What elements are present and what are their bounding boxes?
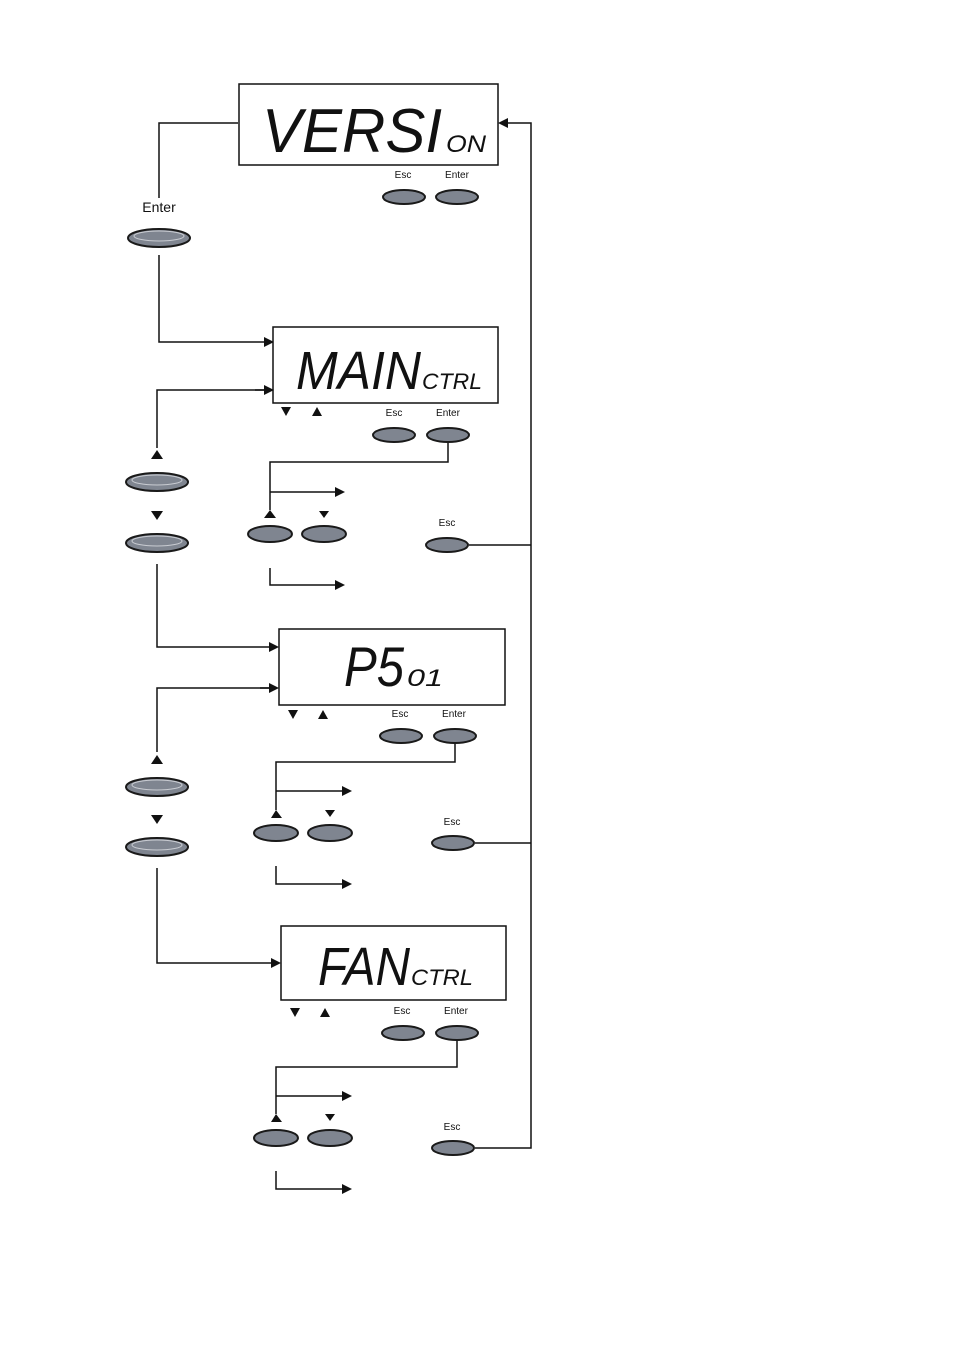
esc-button[interactable] xyxy=(431,835,475,851)
up-button[interactable] xyxy=(253,824,299,842)
connector-arrow xyxy=(275,866,352,889)
enter-label: Enter xyxy=(444,1006,469,1017)
up-button[interactable] xyxy=(125,472,189,492)
triangle-up-icon xyxy=(320,1008,330,1017)
display-sub-text: CTRL xyxy=(411,965,473,990)
display-main-text: P5 xyxy=(344,635,405,698)
esc-label: Esc xyxy=(386,408,403,419)
lcd-display-main-ctrl xyxy=(272,326,499,404)
esc-button[interactable] xyxy=(379,728,423,744)
esc-label: Esc xyxy=(394,1006,411,1017)
down-button[interactable] xyxy=(307,1129,353,1147)
connector-arrow xyxy=(158,255,274,347)
display-sub-text: ON xyxy=(446,131,487,158)
esc-label: Esc xyxy=(392,709,409,720)
enter-label: Enter xyxy=(142,199,176,215)
enter-button[interactable] xyxy=(127,228,191,248)
esc-label: Esc xyxy=(444,817,461,828)
lcd-display-p5 xyxy=(278,628,506,706)
triangle-up-icon xyxy=(151,450,163,459)
enter-label: Enter xyxy=(436,408,461,419)
down-button[interactable] xyxy=(301,525,347,543)
esc-label: Esc xyxy=(395,170,412,181)
esc-button[interactable] xyxy=(381,1025,425,1041)
enter-button[interactable] xyxy=(435,1025,479,1041)
triangle-up-icon xyxy=(312,407,322,416)
triangle-up-icon xyxy=(271,1114,282,1122)
display-main-text: MAIN xyxy=(296,341,422,401)
esc-button[interactable] xyxy=(382,189,426,205)
enter-label: Enter xyxy=(442,709,467,720)
connector-line xyxy=(156,687,277,752)
triangle-up-icon xyxy=(318,710,328,719)
enter-button[interactable] xyxy=(435,189,479,205)
connector-arrow xyxy=(156,868,281,968)
triangle-down-icon xyxy=(319,511,329,518)
display-main-text: FAN xyxy=(318,937,411,997)
connector-arrow xyxy=(275,1171,352,1194)
lcd-display-fan-ctrl xyxy=(280,925,507,1001)
esc-return-arrow xyxy=(475,118,532,1149)
enter-button[interactable] xyxy=(433,728,477,744)
connector-line xyxy=(156,389,272,448)
triangle-down-icon xyxy=(325,1114,335,1121)
connector-arrow xyxy=(269,568,345,590)
connector-arrow xyxy=(156,564,279,652)
display-sub-text: 01 xyxy=(407,665,443,692)
triangle-down-icon xyxy=(281,407,291,416)
esc-button[interactable] xyxy=(372,427,416,443)
down-button[interactable] xyxy=(307,824,353,842)
up-button[interactable] xyxy=(125,777,189,797)
triangle-down-icon xyxy=(151,815,163,824)
esc-button[interactable] xyxy=(425,537,469,553)
up-button[interactable] xyxy=(247,525,293,543)
down-button[interactable] xyxy=(125,837,189,857)
triangle-down-icon xyxy=(325,810,335,817)
down-button[interactable] xyxy=(125,533,189,553)
triangle-up-icon xyxy=(151,755,163,764)
connector-line xyxy=(269,443,449,510)
triangle-down-icon xyxy=(288,710,298,719)
triangle-up-icon xyxy=(271,810,282,818)
triangle-down-icon xyxy=(290,1008,300,1017)
enter-label: Enter xyxy=(445,170,470,181)
triangle-down-icon xyxy=(151,511,163,520)
esc-label: Esc xyxy=(444,1122,461,1133)
connector-line xyxy=(158,122,238,198)
display-sub-text: CTRL xyxy=(422,369,482,394)
connector-line xyxy=(275,744,456,810)
esc-button[interactable] xyxy=(431,1140,475,1156)
triangle-up-icon xyxy=(264,510,276,518)
connector-line xyxy=(275,1041,458,1114)
up-button[interactable] xyxy=(253,1129,299,1147)
display-main-text: VERSI xyxy=(262,97,442,166)
esc-label: Esc xyxy=(439,518,456,529)
lcd-display-version xyxy=(238,83,499,166)
enter-button[interactable] xyxy=(426,427,470,443)
